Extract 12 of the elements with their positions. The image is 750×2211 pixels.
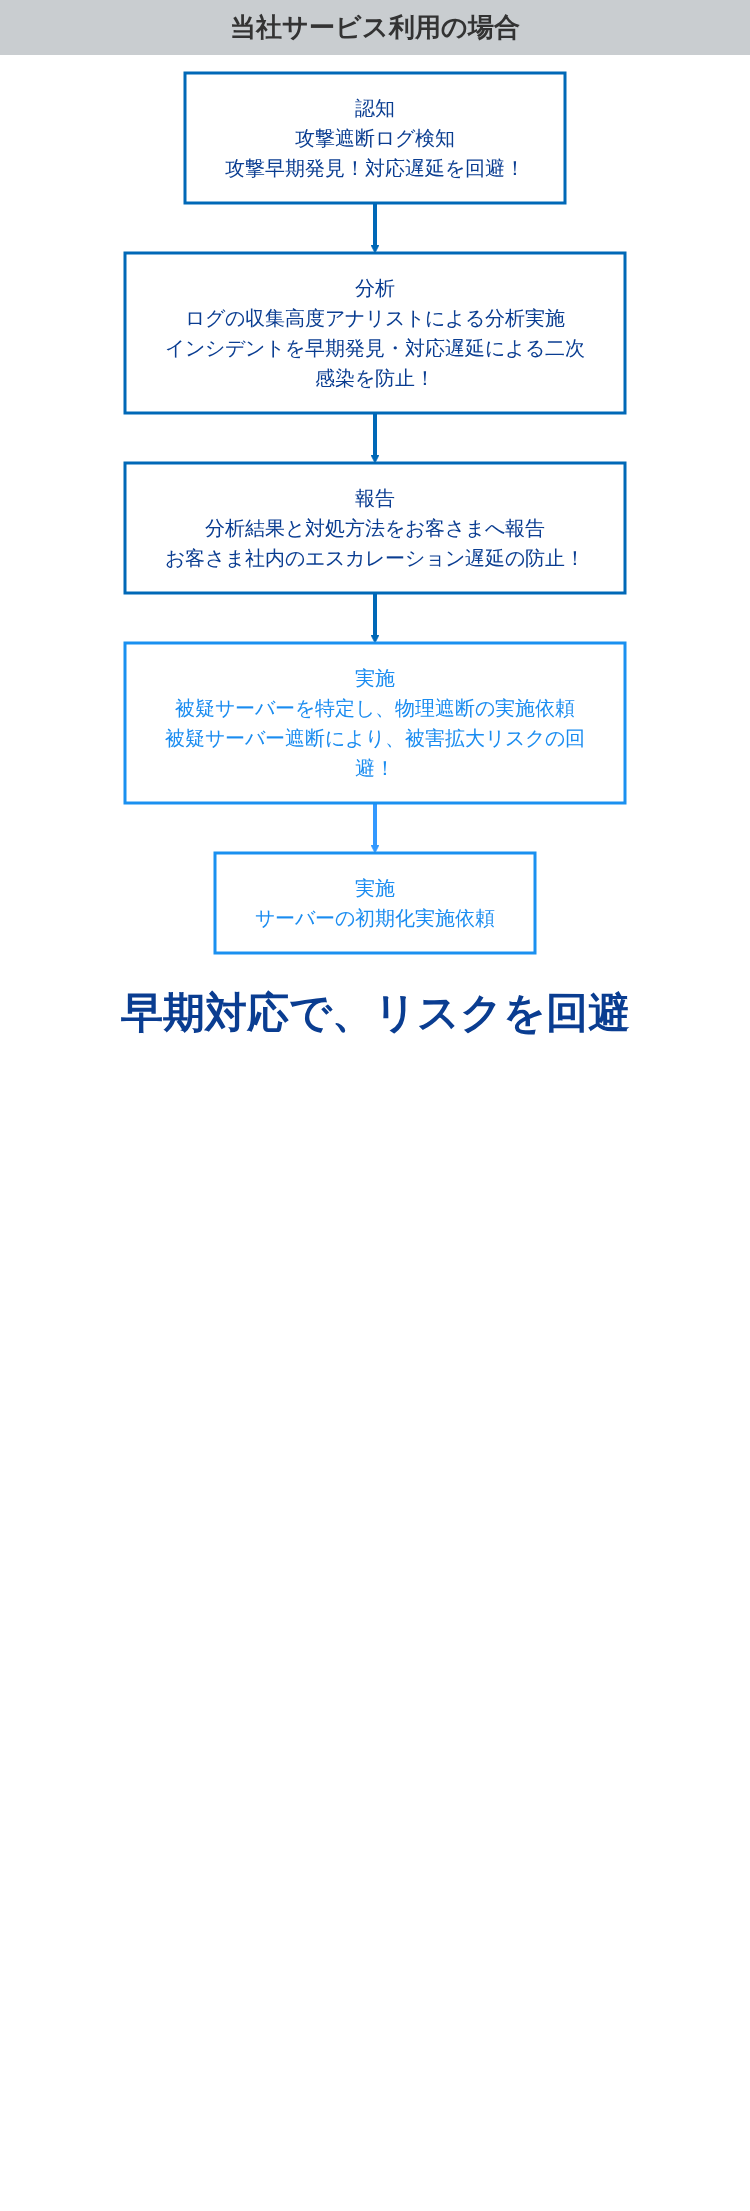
title-banner: 当社サービス利用の場合: [0, 0, 750, 55]
arrow: [370, 803, 380, 854]
flowchart: 認知 攻撃遮断ログ検知 攻撃早期発見！対応遅延を回避！ 分析 ログの収集高度アナリストによる分析実施 インシデントを早期発見・対応遅延による二次感染を防止！ 報告 分析結果と対処方法をお客さまへ報告 お客さま社内のエスカレーション遅延の防止！ 実施 被疑サーバーを特定し、物理遮断の実施依頼 被疑サーバー遮断により、被害拡大リスクの回避！ 実施 サーバーの初期化実施依頼: [117, 65, 633, 961]
node-box: [123, 461, 627, 595]
node-box: [213, 851, 537, 955]
arrow: [370, 593, 380, 644]
node-box: [123, 251, 627, 415]
node-box: [183, 71, 567, 205]
arrow: [370, 203, 380, 254]
arrow: [370, 413, 380, 464]
node-box: [123, 641, 627, 805]
caption: 早期対応で、リスクを回避: [120, 988, 630, 1037]
